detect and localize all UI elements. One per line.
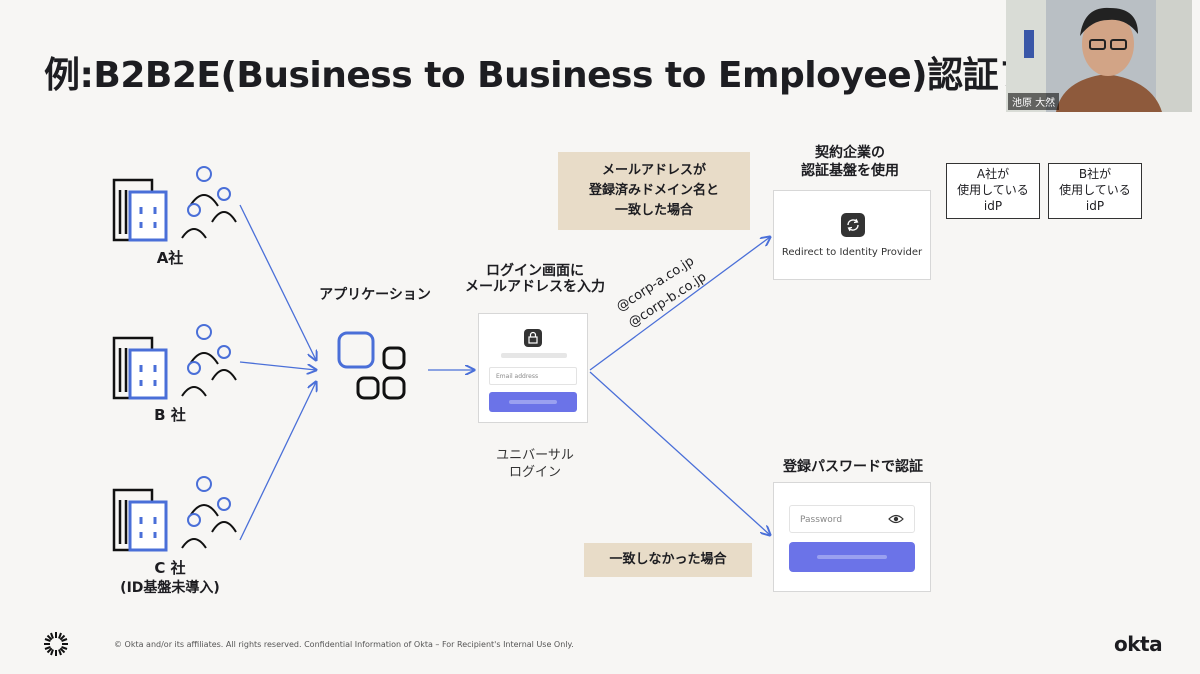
- password-field[interactable]: Password: [789, 505, 915, 533]
- presenter-image: [1006, 0, 1192, 112]
- idp-a-line2: 使用している: [957, 183, 1029, 197]
- idp-box-b: B社が 使用している idP: [1048, 163, 1142, 219]
- company-b-icon: [112, 324, 237, 400]
- eye-icon[interactable]: [888, 513, 904, 525]
- okta-logo: okta: [1114, 632, 1163, 656]
- nomatch-note: 一致しなかった場合: [584, 543, 752, 577]
- arrow-a-to-app: [239, 204, 316, 360]
- company-c-sublabel: (ID基盤未導入): [120, 580, 220, 596]
- idp-a-line1: A社が: [976, 167, 1010, 181]
- continue-button[interactable]: [489, 392, 577, 412]
- refresh-icon: [841, 213, 865, 237]
- footer-copyright: © Okta and/or its affiliates. All rights…: [114, 640, 574, 649]
- nomatch-heading: 登録パスワードで認証: [783, 459, 923, 475]
- match-note-line1: メールアドレスが: [601, 163, 706, 178]
- match-note-line2: 登録済みドメイン名と: [588, 183, 719, 198]
- arrow-login-to-redirect: [589, 237, 770, 371]
- presenter-name: 池原 大然: [1008, 93, 1060, 110]
- idp-box-a: A社が 使用している idP: [946, 163, 1040, 219]
- okta-sunburst-icon: [44, 632, 68, 656]
- arrow-b-to-app: [239, 361, 316, 370]
- idp-b-line3: idP: [1085, 199, 1105, 213]
- redirect-card: Redirect to Identity Provider: [773, 190, 931, 280]
- match-note-line3: 一致した場合: [614, 203, 693, 218]
- login-title-placeholder: [501, 353, 567, 358]
- company-a-icon: [112, 166, 237, 242]
- match-note: メールアドレスが 登録済みドメイン名と 一致した場合: [558, 152, 750, 230]
- match-heading-line1: 契約企業の: [815, 145, 885, 161]
- login-heading-line2: メールアドレスを入力: [465, 279, 605, 295]
- redirect-text: Redirect to Identity Provider: [781, 247, 923, 258]
- idp-b-line2: 使用している: [1059, 183, 1131, 197]
- idp-a-line3: idP: [983, 199, 1003, 213]
- company-c-icon: [112, 476, 237, 552]
- idp-b-line1: B社が: [1078, 167, 1112, 181]
- universal-login-caption-line1: ユニバーサル: [496, 448, 574, 463]
- match-heading-line2: 認証基盤を使用: [801, 163, 899, 179]
- apps-grid-icon: [337, 331, 406, 400]
- login-heading-line1: ログイン画面に: [486, 263, 584, 279]
- company-c-label: C 社: [154, 559, 186, 577]
- universal-login-caption-line2: ログイン: [508, 465, 561, 480]
- company-a-label: A社: [156, 249, 184, 267]
- application-label: アプリケーション: [319, 287, 431, 303]
- arrow-login-to-password: [589, 371, 770, 535]
- webcam-feed: 池原 大然: [1006, 0, 1192, 112]
- email-field[interactable]: Email address: [489, 367, 577, 385]
- arrow-c-to-app: [239, 382, 316, 541]
- slide-title: 例:B2B2E(Business to Business to Employee…: [44, 55, 1105, 96]
- company-b-label: B 社: [154, 406, 186, 424]
- universal-login-card: Email address: [478, 313, 588, 423]
- lock-icon: [524, 329, 542, 347]
- signin-button[interactable]: [789, 542, 915, 572]
- password-card: Password: [773, 482, 931, 592]
